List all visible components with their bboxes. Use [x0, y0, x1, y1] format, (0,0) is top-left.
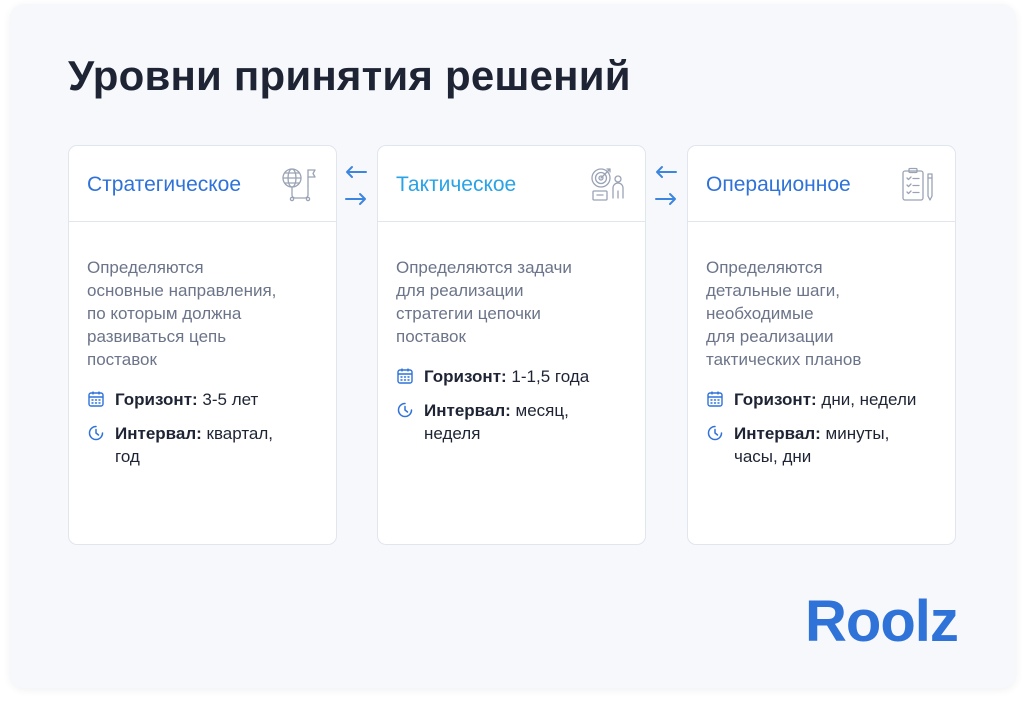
checklist-pen-icon [902, 167, 933, 201]
calendar-icon [397, 368, 413, 384]
arrow-left-icon [346, 166, 367, 178]
card-description: Определяются задачи для реализации страт… [396, 258, 572, 346]
page-title: Уровни принятия решений [68, 52, 631, 99]
bidirectional-arrows [654, 160, 682, 210]
card-description: Определяются основные направления, по ко… [87, 258, 277, 369]
target-person-icon [591, 168, 624, 201]
horizon-label: Горизонт: [734, 390, 817, 409]
card-operational: Операционное Определяются детальные шаги… [687, 145, 956, 545]
horizon-value: 1-1,5 года [506, 367, 590, 386]
calendar-icon [88, 391, 104, 407]
clock-icon [88, 425, 104, 441]
clock-icon [707, 425, 723, 441]
card-title: Тактическое [396, 173, 517, 196]
horizon-value: 3-5 лет [197, 390, 259, 409]
interval-row: Интервал: квартал, год [87, 422, 318, 468]
bidirectional-arrows [344, 160, 372, 210]
clock-icon [397, 402, 413, 418]
horizon-row: Горизонт: 1-1,5 года [396, 365, 627, 388]
interval-row: Интервал: месяц, неделя [396, 399, 627, 445]
calendar-icon [707, 391, 723, 407]
horizon-label: Горизонт: [115, 390, 198, 409]
horizon-label: Горизонт: [424, 367, 507, 386]
interval-label: Интервал: [734, 424, 821, 443]
arrow-left-icon [656, 166, 677, 178]
globe-flag-icon [282, 168, 316, 202]
card-header: Тактическое [378, 146, 645, 222]
interval-label: Интервал: [115, 424, 202, 443]
card-header: Операционное [688, 146, 955, 222]
horizon-row: Горизонт: дни, недели [706, 388, 937, 411]
arrow-right-icon [345, 193, 366, 205]
card-strategic: Стратегическое Определяются основные нап… [68, 145, 337, 545]
arrow-right-icon [655, 193, 676, 205]
horizon-value: дни, недели [816, 390, 917, 409]
interval-value: квартал, год [115, 424, 274, 466]
card-header: Стратегическое [69, 146, 336, 222]
interval-row: Интервал: минуты, часы, дни [706, 422, 937, 468]
card-description: Определяются детальные шаги, необходимые… [706, 258, 862, 369]
roolz-logo: Roolz [805, 589, 959, 654]
card-tactical: Тактическое Определяются задачи для реал… [377, 145, 646, 545]
card-title: Операционное [706, 173, 851, 196]
interval-value: месяц, неделя [424, 401, 569, 443]
horizon-row: Горизонт: 3-5 лет [87, 388, 318, 411]
card-title: Стратегическое [87, 173, 242, 196]
interval-label: Интервал: [424, 401, 511, 420]
interval-value: минуты, часы, дни [734, 424, 890, 466]
